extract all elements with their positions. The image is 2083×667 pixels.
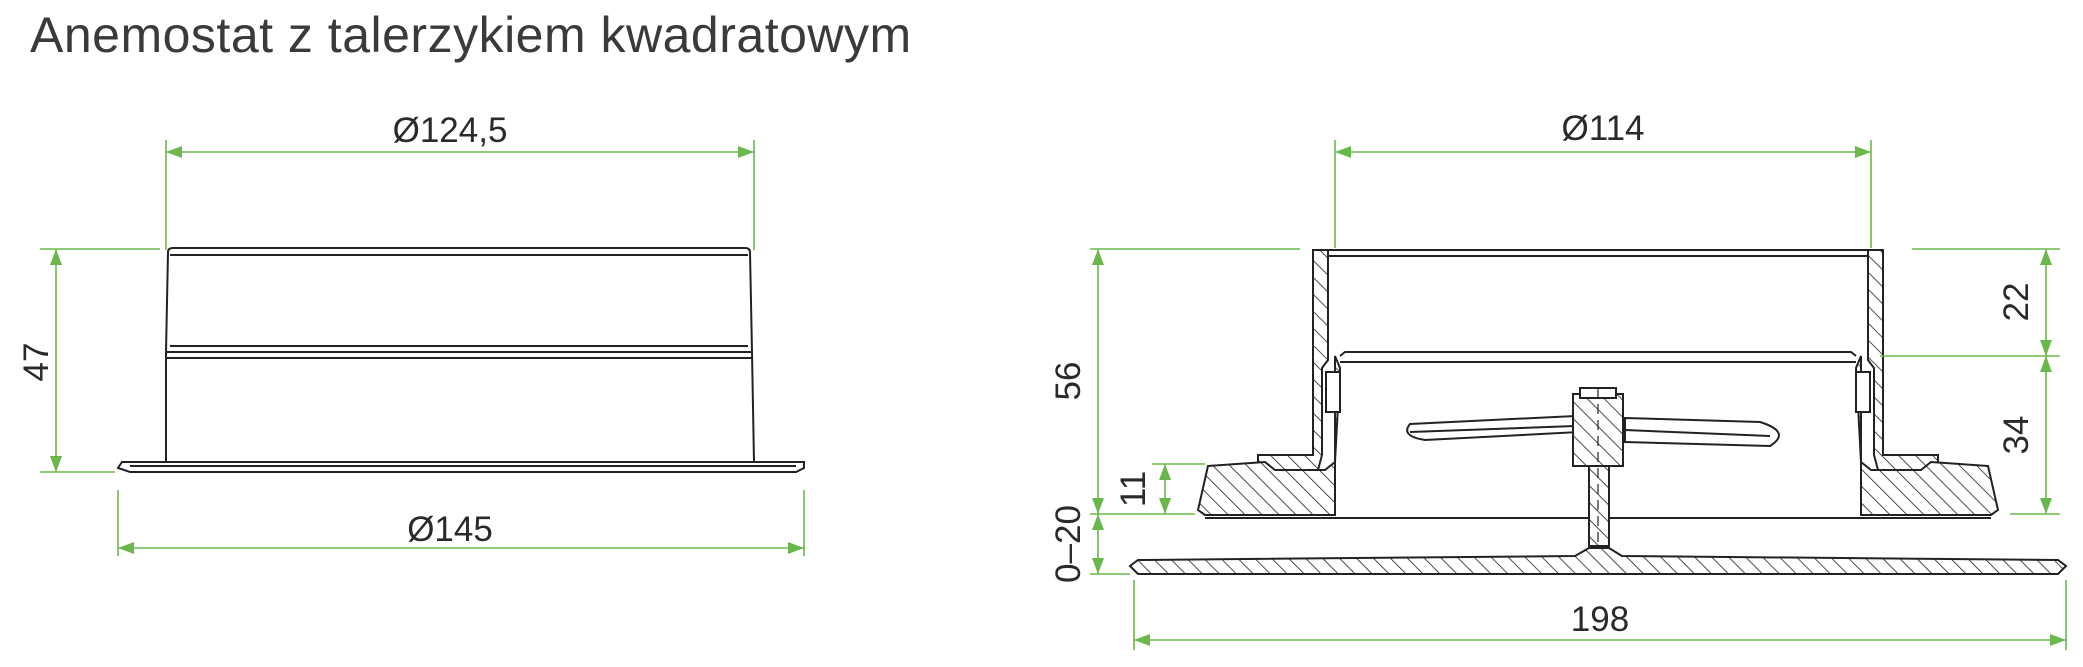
- dim-inner-diameter: Ø114: [1561, 109, 1644, 148]
- dim-cone-height: 11: [1114, 471, 1153, 507]
- dim-upper-height: 22: [1997, 283, 2036, 322]
- section-wall-right: [1854, 249, 2000, 516]
- dim-plate-width: 198: [1571, 600, 1629, 639]
- section-wall-left: [1196, 249, 1342, 516]
- dim-flange-diameter: Ø145: [407, 510, 493, 549]
- dim-plate-width-line: [1133, 580, 2067, 650]
- dim-flange-diameter-line: [117, 490, 805, 556]
- dim-top-diameter: Ø124,5: [393, 111, 508, 150]
- dim-cone-height-line: [1152, 463, 1205, 514]
- dim-height-line: [40, 248, 160, 473]
- section-plate: [1128, 547, 2068, 575]
- dim-total-height: 56: [1049, 362, 1088, 401]
- section-damper-blades: [1406, 414, 1780, 448]
- section-spindle: [1572, 387, 1624, 560]
- dim-inner-diameter-line: [1334, 140, 1872, 248]
- dim-top-diameter-line: [165, 140, 755, 250]
- dim-total-height-line: [1090, 248, 1300, 515]
- dim-side-heights-line: [1880, 248, 2060, 515]
- left-dimensions: [40, 140, 805, 556]
- left-body-outline: [165, 247, 756, 463]
- right-view: [1128, 249, 2068, 575]
- left-flange-outline: [116, 461, 805, 473]
- dim-gap-line: [1090, 514, 1130, 575]
- page-title: Anemostat z talerzykiem kwadratowym: [30, 7, 912, 63]
- right-dimensions: [1090, 140, 2067, 650]
- dim-height: 47: [17, 343, 56, 382]
- dim-lower-height: 34: [1997, 416, 2036, 455]
- dim-gap-range: 0–20: [1049, 505, 1088, 583]
- left-view: [116, 247, 805, 473]
